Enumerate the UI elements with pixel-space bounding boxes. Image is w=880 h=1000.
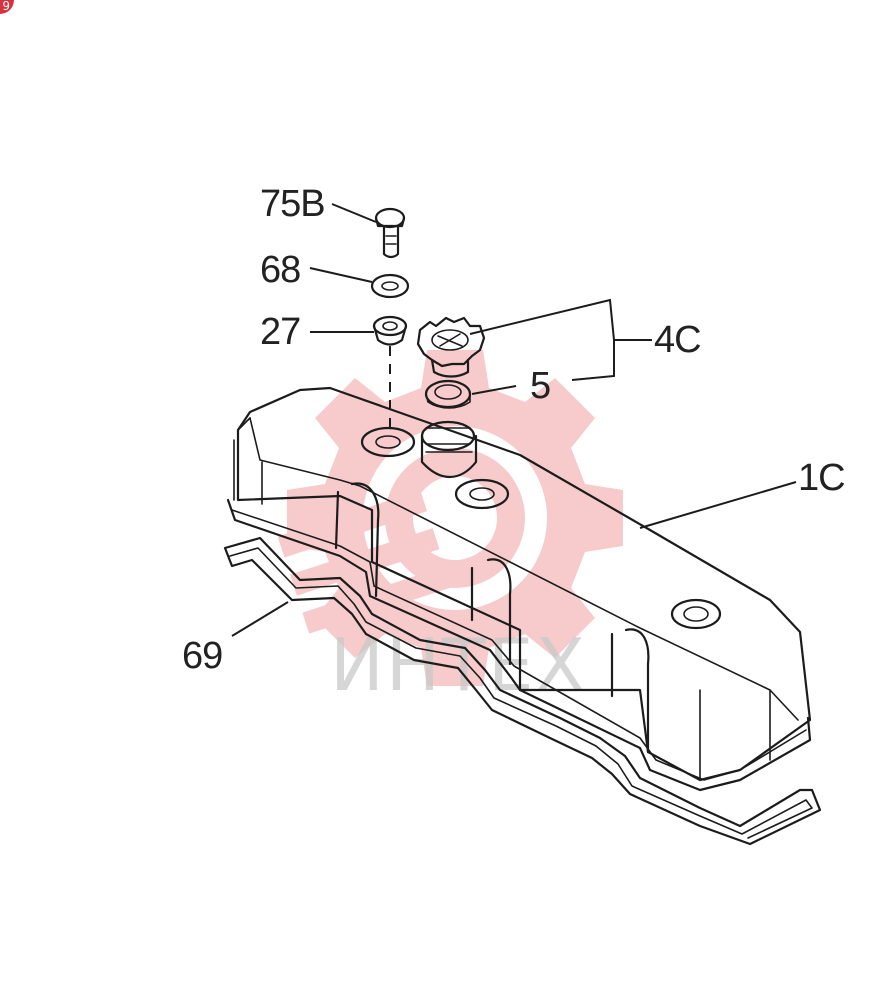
callout-68: 68	[260, 249, 300, 291]
bolt-75b	[374, 207, 406, 259]
cap-gasket	[424, 379, 472, 409]
callout-75b: 75B	[260, 183, 325, 225]
callout-69: 69	[182, 635, 222, 677]
valve-cover	[226, 386, 812, 792]
cover-gasket	[223, 536, 822, 846]
callout-5: 5	[530, 365, 550, 407]
watermark-gear-icon	[277, 350, 623, 686]
page-badge-label: 9	[2, 0, 10, 13]
leader-68	[309, 267, 373, 283]
callout-1c: 1C	[798, 457, 845, 499]
callout-4c: 4C	[654, 319, 701, 361]
washer-68	[370, 273, 410, 299]
callout-27: 27	[260, 311, 300, 353]
leader-69	[231, 601, 289, 637]
grommet-27	[372, 315, 408, 346]
leader-4c-bracket	[469, 298, 652, 381]
leader-5	[471, 385, 517, 395]
oil-filler-cap	[416, 316, 486, 378]
leader-1c	[639, 481, 797, 529]
leader-75b	[331, 203, 377, 223]
